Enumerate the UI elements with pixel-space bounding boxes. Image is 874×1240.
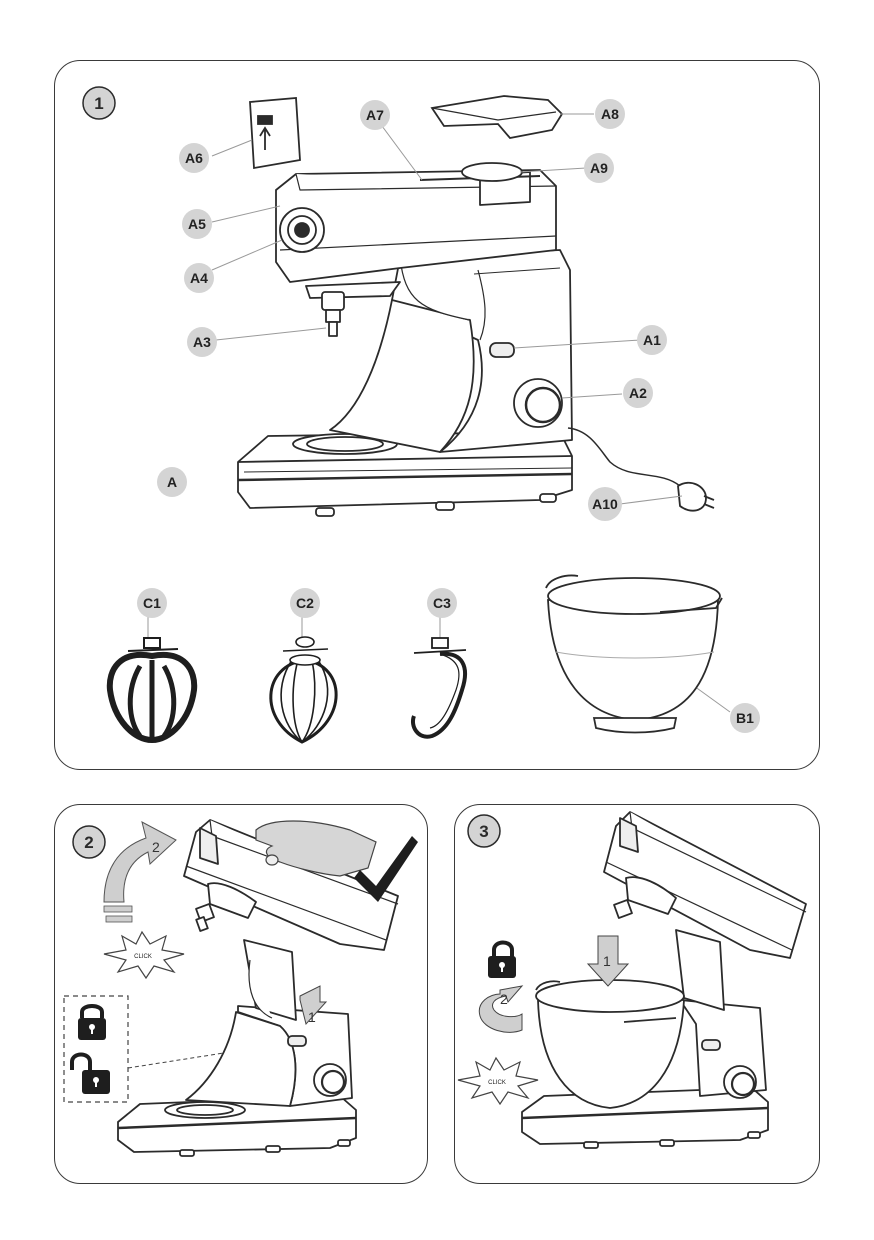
label-a5: A5 bbox=[182, 209, 212, 239]
svg-text:A4: A4 bbox=[190, 270, 208, 286]
lock-closed-icon bbox=[78, 1004, 106, 1040]
svg-text:A1: A1 bbox=[643, 332, 661, 348]
label-a6: A6 bbox=[179, 143, 209, 173]
release-lever-arrow: 1 bbox=[299, 985, 328, 1026]
lock-closed-icon-step-3 bbox=[488, 940, 516, 978]
svg-text:1: 1 bbox=[603, 953, 611, 969]
svg-text:C3: C3 bbox=[433, 595, 451, 611]
svg-text:A3: A3 bbox=[193, 334, 211, 350]
checkmark-icon bbox=[354, 836, 418, 902]
svg-text:C2: C2 bbox=[296, 595, 314, 611]
insert-bowl-arrow: 1 bbox=[586, 935, 630, 987]
svg-text:A10: A10 bbox=[592, 496, 618, 512]
label-c2: C2 bbox=[290, 588, 320, 618]
svg-text:2: 2 bbox=[84, 833, 93, 852]
label-b1: B1 bbox=[730, 703, 760, 733]
svg-text:CLICK: CLICK bbox=[488, 1080, 506, 1086]
stand-mixer-drawing bbox=[237, 162, 715, 517]
lock-open-icon bbox=[70, 1052, 110, 1094]
step-2-badge: 2 bbox=[72, 825, 106, 859]
svg-text:A: A bbox=[167, 474, 177, 490]
label-a3: A3 bbox=[187, 327, 217, 357]
dough-hook-c3-drawing bbox=[411, 637, 468, 739]
cover-a6-drawing bbox=[249, 97, 301, 170]
svg-text:1: 1 bbox=[94, 94, 103, 113]
panel-step-2 bbox=[54, 804, 428, 1184]
svg-text:A9: A9 bbox=[590, 160, 608, 176]
flat-beater-c1-drawing bbox=[106, 637, 198, 744]
label-a2: A2 bbox=[623, 378, 653, 408]
label-a: A bbox=[157, 467, 187, 497]
svg-text:A5: A5 bbox=[188, 216, 206, 232]
label-a10: A10 bbox=[588, 487, 622, 521]
svg-text:C1: C1 bbox=[143, 595, 161, 611]
svg-text:2: 2 bbox=[500, 991, 508, 1007]
label-c1: C1 bbox=[137, 588, 167, 618]
bowl-b1-drawing bbox=[545, 574, 723, 734]
hand-drawing bbox=[255, 820, 377, 877]
click-burst-step-2: CLICK bbox=[103, 930, 185, 980]
label-a8: A8 bbox=[595, 99, 625, 129]
rotate-bowl-arrow: 2 bbox=[478, 985, 524, 1033]
svg-text:1: 1 bbox=[308, 1009, 316, 1025]
svg-text:A8: A8 bbox=[601, 106, 619, 122]
svg-text:3: 3 bbox=[479, 822, 488, 841]
svg-text:A2: A2 bbox=[629, 385, 647, 401]
whisk-c2-drawing bbox=[269, 636, 338, 744]
svg-text:CLICK: CLICK bbox=[134, 954, 152, 960]
svg-text:A6: A6 bbox=[185, 150, 203, 166]
lid-a8-drawing bbox=[430, 95, 564, 139]
svg-text:2: 2 bbox=[152, 839, 160, 855]
label-a4: A4 bbox=[184, 263, 214, 293]
label-a9: A9 bbox=[584, 153, 614, 183]
step-1-badge: 1 bbox=[82, 86, 116, 120]
svg-text:A7: A7 bbox=[366, 107, 384, 123]
tilt-head-arrow: 2 bbox=[103, 821, 177, 923]
label-c3: C3 bbox=[427, 588, 457, 618]
label-a1: A1 bbox=[637, 325, 667, 355]
panel-step-3 bbox=[454, 804, 820, 1184]
label-a7: A7 bbox=[360, 100, 390, 130]
click-burst-step-3: CLICK bbox=[457, 1056, 539, 1106]
mixer-with-bowl-drawing bbox=[521, 811, 807, 1149]
svg-text:B1: B1 bbox=[736, 710, 754, 726]
